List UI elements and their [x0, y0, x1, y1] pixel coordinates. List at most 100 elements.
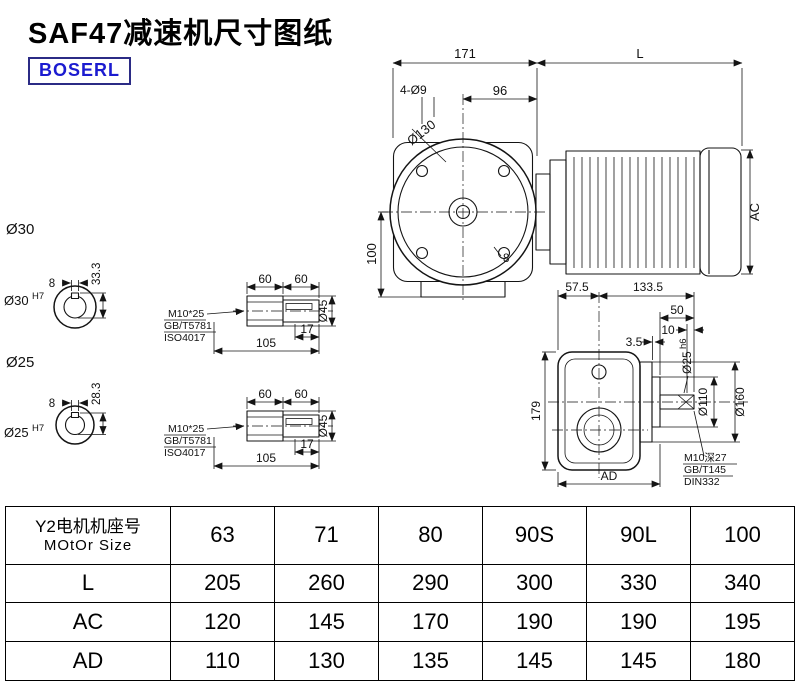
note-bolt: M10*25 — [168, 423, 204, 435]
spec-cell: 130 — [274, 641, 379, 681]
spec-cell: 170 — [378, 602, 483, 643]
spec-cell: 145 — [274, 602, 379, 643]
row-label: L — [5, 563, 171, 604]
bore-fit-label: Ø30 — [4, 293, 29, 308]
keyway — [70, 292, 80, 300]
table-row: AD 110 130 135 145 145 180 — [5, 641, 795, 681]
table-row: AC 120 145 170 190 190 195 — [5, 602, 795, 643]
dim-57-5: 57.5 — [565, 280, 589, 294]
gearbox-foot — [420, 281, 506, 298]
table-header-label: Y2电机机座号 MOtOr Size — [5, 506, 171, 565]
shaft-fit-label: Ø25 h6 — [678, 338, 694, 374]
dim-AC: AC — [747, 203, 762, 221]
spec-cell: 63 — [170, 506, 275, 565]
keyway-slot — [285, 418, 313, 425]
table-row: L 205 260 290 300 330 340 — [5, 563, 795, 604]
note-din: DIN332 — [684, 476, 720, 488]
front-view-drawing: 57.5 133.5 50 10 3.5 Ø25 h6 — [529, 280, 748, 488]
keyway — [70, 411, 80, 419]
dim-shaft-fit-sup: h6 — [678, 338, 689, 349]
dim-key-width: 8 — [49, 398, 55, 410]
shaft-detail-bottom: 60 60 17 105 Ø45 M10*25 GB/T5781 ISO4017 — [164, 387, 336, 470]
dim-110: Ø110 — [696, 387, 710, 416]
dim-key-width: 8 — [49, 278, 55, 290]
spec-cell: 100 — [690, 506, 795, 565]
dim-AD: AD — [601, 469, 618, 483]
bolt-hole — [415, 164, 429, 178]
bore-fit-label: Ø25 — [4, 425, 29, 440]
spec-cell: 120 — [170, 602, 275, 643]
dim-105: 105 — [256, 336, 276, 350]
note-standard: GB/T145 — [684, 464, 726, 476]
dim-key-height: 33.3 — [91, 263, 103, 285]
spec-cell: 300 — [482, 563, 587, 604]
dimension-table: Y2电机机座号 MOtOr Size 63 71 80 90S 90L 100 … — [5, 506, 795, 681]
note-standard: GB/T5781 — [164, 435, 212, 447]
bore-fit-sup: H7 — [32, 423, 44, 434]
spec-cell: 90S — [482, 506, 587, 565]
dim-105: 105 — [256, 451, 276, 465]
bore-25-section: Ø25 8 28.3 Ø25 H7 — [4, 354, 107, 445]
dim-60: 60 — [294, 387, 308, 401]
front-view-geometry — [548, 292, 748, 478]
dim-shaft-diameter: Ø45 — [316, 299, 330, 322]
output-shaft — [659, 394, 695, 410]
spec-cell: 190 — [586, 602, 691, 643]
dim-3-5: 3.5 — [626, 335, 643, 349]
spec-cell: 80 — [378, 506, 483, 565]
bore-label: Ø25 — [6, 354, 34, 371]
note-tap: M10深27 — [684, 452, 727, 464]
header-label-en: MOtOr Size — [43, 536, 133, 554]
note-standard: GB/T5781 — [164, 320, 212, 332]
dim-4-holes: 4-Ø9 — [400, 83, 427, 97]
front-view-dimensions: 57.5 133.5 50 10 3.5 Ø25 h6 — [529, 280, 747, 488]
bore-30-section: Ø30 8 33.3 Ø30 H7 — [4, 221, 107, 329]
dim-96: 96 — [493, 83, 507, 98]
dim-L: L — [636, 46, 643, 61]
dim-flange-diameter: Ø130 — [404, 117, 438, 148]
dim-60: 60 — [294, 272, 308, 286]
spec-cell: 330 — [586, 563, 691, 604]
dim-8: 8 — [503, 253, 509, 265]
spec-cell: 110 — [170, 641, 275, 681]
dim-17: 17 — [300, 322, 314, 336]
dim-17: 17 — [300, 437, 314, 451]
spec-cell: 90L — [586, 506, 691, 565]
side-view-drawing: 171 L 96 4-Ø9 Ø130 100 AC 8 — [364, 46, 762, 302]
dim-50: 50 — [670, 303, 684, 317]
dim-100: 100 — [364, 243, 379, 265]
note-bolt: M10*25 — [168, 308, 204, 320]
note-iso: ISO4017 — [164, 447, 206, 459]
brand-logo-text: BOSERL — [39, 60, 121, 80]
spec-cell: 340 — [690, 563, 795, 604]
shaft-detail-top: 60 60 17 105 Ø45 M10*25 GB/T5781 ISO4017 — [164, 272, 336, 355]
dim-shaft-fit: Ø25 — [680, 351, 694, 374]
dim-10: 10 — [661, 323, 675, 337]
spec-cell: 290 — [378, 563, 483, 604]
spec-cell: 145 — [586, 641, 691, 681]
dim-133-5: 133.5 — [633, 280, 663, 294]
note-iso: ISO4017 — [164, 332, 206, 344]
technical-drawing: 171 L 96 4-Ø9 Ø130 100 AC 8 — [4, 46, 762, 488]
dim-179: 179 — [529, 401, 543, 421]
bore-label: Ø30 — [6, 221, 34, 238]
spec-cell: 180 — [690, 641, 795, 681]
spec-cell: 260 — [274, 563, 379, 604]
dim-key-height: 28.3 — [91, 383, 103, 405]
side-view-geometry — [382, 94, 742, 302]
page-title: SAF47减速机尺寸图纸 — [28, 18, 334, 50]
table-header-row: Y2电机机座号 MOtOr Size 63 71 80 90S 90L 100 — [5, 506, 795, 565]
brand-logo: BOSERL — [28, 57, 132, 85]
dim-shaft-diameter: Ø45 — [316, 414, 330, 437]
bore-fit-sup: H7 — [32, 291, 44, 302]
bolt-hole — [497, 164, 511, 178]
keyway-slot — [285, 303, 313, 310]
motor-fins — [573, 157, 695, 268]
bolt-hole — [415, 246, 429, 260]
row-label: AC — [5, 602, 171, 643]
spec-cell: 195 — [690, 602, 795, 643]
dim-160: Ø160 — [733, 387, 747, 417]
spec-cell: 135 — [378, 641, 483, 681]
motor-body — [565, 150, 701, 275]
